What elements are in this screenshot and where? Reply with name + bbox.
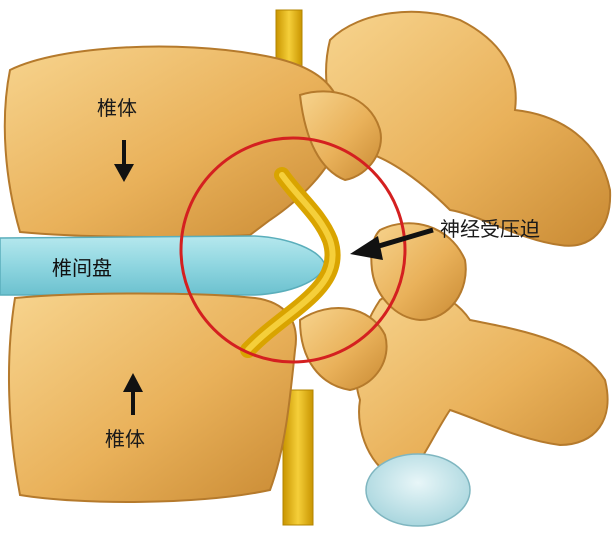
arrow-down-icon bbox=[114, 140, 134, 182]
nerve-compression-label: 神经受压迫 bbox=[440, 217, 540, 241]
arrow-left-icon bbox=[350, 227, 434, 260]
lower-vertebral-body bbox=[7, 292, 297, 503]
pedicle bbox=[298, 90, 382, 182]
intervertebral-disc-label: 椎间盘 bbox=[52, 256, 112, 280]
vertebral-body-label-bottom: 椎体 bbox=[105, 427, 145, 451]
intervertebral-disc-shape bbox=[0, 235, 326, 296]
compression-highlight-circle bbox=[179, 136, 407, 364]
lower-spinous-process bbox=[355, 288, 609, 482]
upper-vertebral-body bbox=[3, 45, 343, 238]
compressed-nerve-highlight bbox=[245, 172, 336, 353]
arrow-up-icon bbox=[123, 373, 143, 415]
lower-disc bbox=[365, 453, 471, 527]
vertebral-body-label-top: 椎体 bbox=[97, 96, 137, 120]
